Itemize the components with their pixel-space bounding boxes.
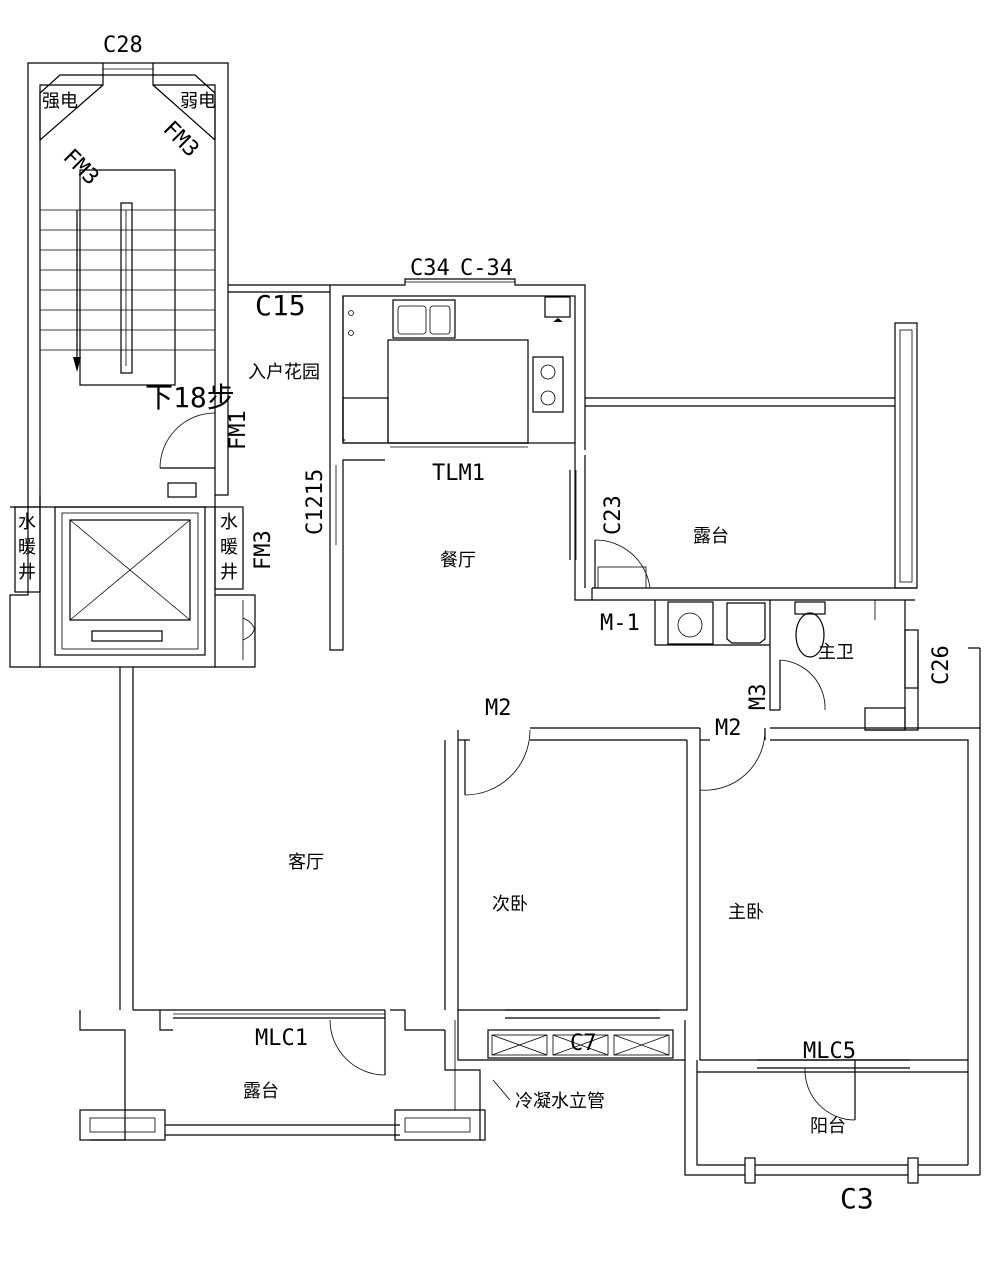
kitchen-walls (228, 278, 593, 651)
main-walls (119, 647, 981, 1061)
label-condensate-pipe: 冷凝水立管 (515, 1091, 605, 1112)
label-water-heating-2-c: 井 (220, 562, 238, 583)
bath-walls (654, 600, 919, 731)
stair-arrow-icon (73, 357, 81, 372)
label-second-bedroom: 次卧 (492, 894, 528, 915)
label-fm1: FM1 (226, 410, 251, 450)
label-c3: C3 (840, 1182, 874, 1215)
label-stair-down: 下18步 (145, 381, 235, 414)
label-fm3-left: FM3 (58, 145, 104, 191)
label-c28: C28 (103, 33, 143, 58)
label-water-heating-1-a: 水 (18, 512, 36, 533)
upper-terrace-walls (585, 322, 918, 601)
label-c1215: C1215 (303, 469, 328, 535)
label-water-heating-2-a: 水 (220, 512, 238, 533)
label-master-bedroom: 主卧 (728, 902, 764, 923)
label-water-heating-2-b: 暖 (220, 537, 238, 558)
label-c7: C7 (570, 1031, 597, 1056)
label-dining: 餐厅 (440, 550, 476, 571)
labels: C28 强电 弱电 FM3 FM3 下18步 C15 入户花园 FM1 C34 … (18, 33, 954, 1215)
label-master-bath: 主卫 (818, 642, 854, 663)
ac-units (491, 1034, 670, 1056)
label-m2-left: M2 (485, 696, 512, 721)
lower-walls (79, 728, 981, 1184)
label-mlc5: MLC5 (803, 1039, 856, 1064)
label-balcony: 阳台 (810, 1116, 846, 1137)
label-strong-electric: 强电 (42, 91, 78, 112)
label-c15: C15 (255, 289, 306, 322)
label-c26: C26 (929, 645, 954, 685)
label-m2-right: M2 (715, 716, 742, 741)
label-mlc1: MLC1 (255, 1026, 308, 1051)
label-c23: C23 (601, 495, 626, 535)
label-water-heating-1-c: 井 (18, 562, 36, 583)
label-fm3-shaft: FM3 (251, 530, 276, 570)
stair-treads (40, 209, 215, 351)
label-terrace-lower: 露台 (243, 1081, 279, 1102)
label-c34: C34 (410, 256, 450, 281)
elevator-block (9, 495, 256, 668)
label-m-1: M-1 (600, 611, 640, 636)
label-terrace-upper: 露台 (693, 526, 729, 547)
label-tlm1: TLM1 (432, 461, 485, 486)
label-entry-garden: 入户花园 (248, 362, 320, 383)
label-living: 客厅 (288, 852, 324, 873)
label-water-heating-1-b: 暖 (18, 537, 36, 558)
stairwell-walls (27, 62, 229, 508)
label-weak-electric: 弱电 (180, 91, 216, 112)
label-m3: M3 (746, 684, 771, 711)
label-c-34: C-34 (460, 256, 513, 281)
